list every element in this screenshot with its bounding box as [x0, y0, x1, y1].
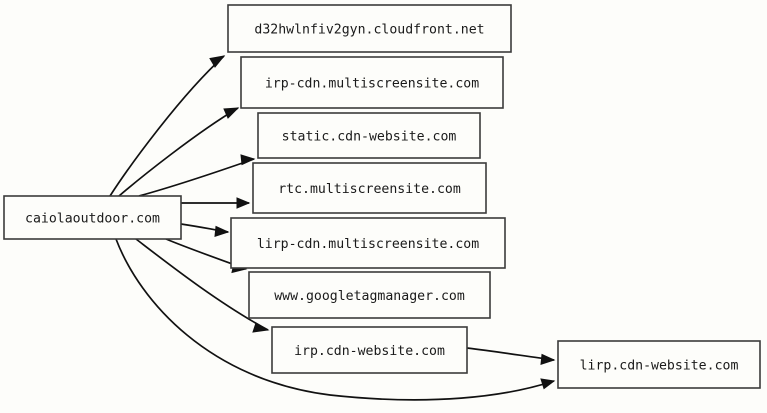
node-static-cdn-website[interactable]: static.cdn-website.com — [257, 112, 481, 159]
node-caiolaoutdoor[interactable]: caiolaoutdoor.com — [3, 195, 182, 240]
arrowhead-icon — [223, 107, 240, 119]
node-irp-cdn-website[interactable]: irp.cdn-website.com — [271, 326, 468, 374]
edge-line — [115, 238, 555, 401]
arrowhead-icon — [540, 378, 556, 390]
node-lirp-cdn-website[interactable]: lirp.cdn-website.com — [557, 340, 761, 389]
node-label: d32hwlnfiv2gyn.cloudfront.net — [254, 23, 484, 38]
arrowhead-icon — [236, 197, 251, 209]
node-box[interactable] — [271, 326, 468, 374]
node-label: lirp.cdn-website.com — [580, 359, 739, 374]
edge-line — [135, 238, 269, 331]
node-googletagmanager[interactable]: www.googletagmanager.com — [248, 271, 491, 319]
edge-caiolaoutdoor-to-d32hwlnfiv2gyn — [109, 55, 226, 197]
edge-line — [118, 107, 239, 197]
node-label: lirp-cdn.multiscreensite.com — [257, 237, 479, 252]
edge-caiolaoutdoor-to-irp-cdn — [118, 107, 240, 197]
node-box[interactable] — [230, 217, 506, 269]
node-box[interactable] — [3, 195, 182, 240]
edges-layer — [109, 55, 556, 401]
node-label: irp-cdn.multiscreensite.com — [265, 77, 479, 92]
nodes-layer: caiolaoutdoor.com d32hwlnfiv2gyn.cloudfro… — [3, 4, 761, 389]
node-box[interactable] — [248, 271, 491, 319]
arrowhead-icon — [240, 154, 256, 166]
edge-caiolaoutdoor-to-rtc-multiscreensite — [181, 197, 251, 209]
node-label: irp.cdn-website.com — [294, 344, 445, 359]
arrowhead-icon — [252, 322, 270, 333]
node-label: caiolaoutdoor.com — [25, 212, 160, 227]
arrowhead-icon — [540, 353, 556, 366]
node-box[interactable] — [227, 4, 512, 53]
edge-caiolaoutdoor-to-lirp-cdn — [180, 223, 230, 238]
node-irp-cdn[interactable]: irp-cdn.multiscreensite.com — [240, 56, 504, 109]
node-box[interactable] — [557, 340, 761, 389]
arrowhead-icon — [209, 55, 226, 68]
node-lirp-cdn[interactable]: lirp-cdn.multiscreensite.com — [230, 217, 506, 269]
edge-caiolaoutdoor-to-lirp-cdn-website — [115, 238, 556, 401]
node-d32hwlnfiv2gyn[interactable]: d32hwlnfiv2gyn.cloudfront.net — [227, 4, 512, 53]
arrowhead-icon — [214, 225, 230, 238]
edge-line — [109, 55, 225, 197]
edge-caiolaoutdoor-to-static-cdn-website — [138, 154, 256, 197]
edge-line — [466, 347, 555, 361]
node-label: www.googletagmanager.com — [274, 289, 465, 304]
node-label: rtc.multiscreensite.com — [278, 182, 461, 197]
edge-caiolaoutdoor-to-irp-cdn-website — [135, 238, 270, 333]
edge-line — [138, 158, 255, 197]
node-rtc-multiscreensite[interactable]: rtc.multiscreensite.com — [252, 162, 487, 214]
node-box[interactable] — [240, 56, 504, 109]
node-box[interactable] — [252, 162, 487, 214]
edge-irp-cdn-website-to-lirp-cdn-website — [466, 347, 556, 366]
node-label: static.cdn-website.com — [282, 130, 457, 145]
node-box[interactable] — [257, 112, 481, 159]
